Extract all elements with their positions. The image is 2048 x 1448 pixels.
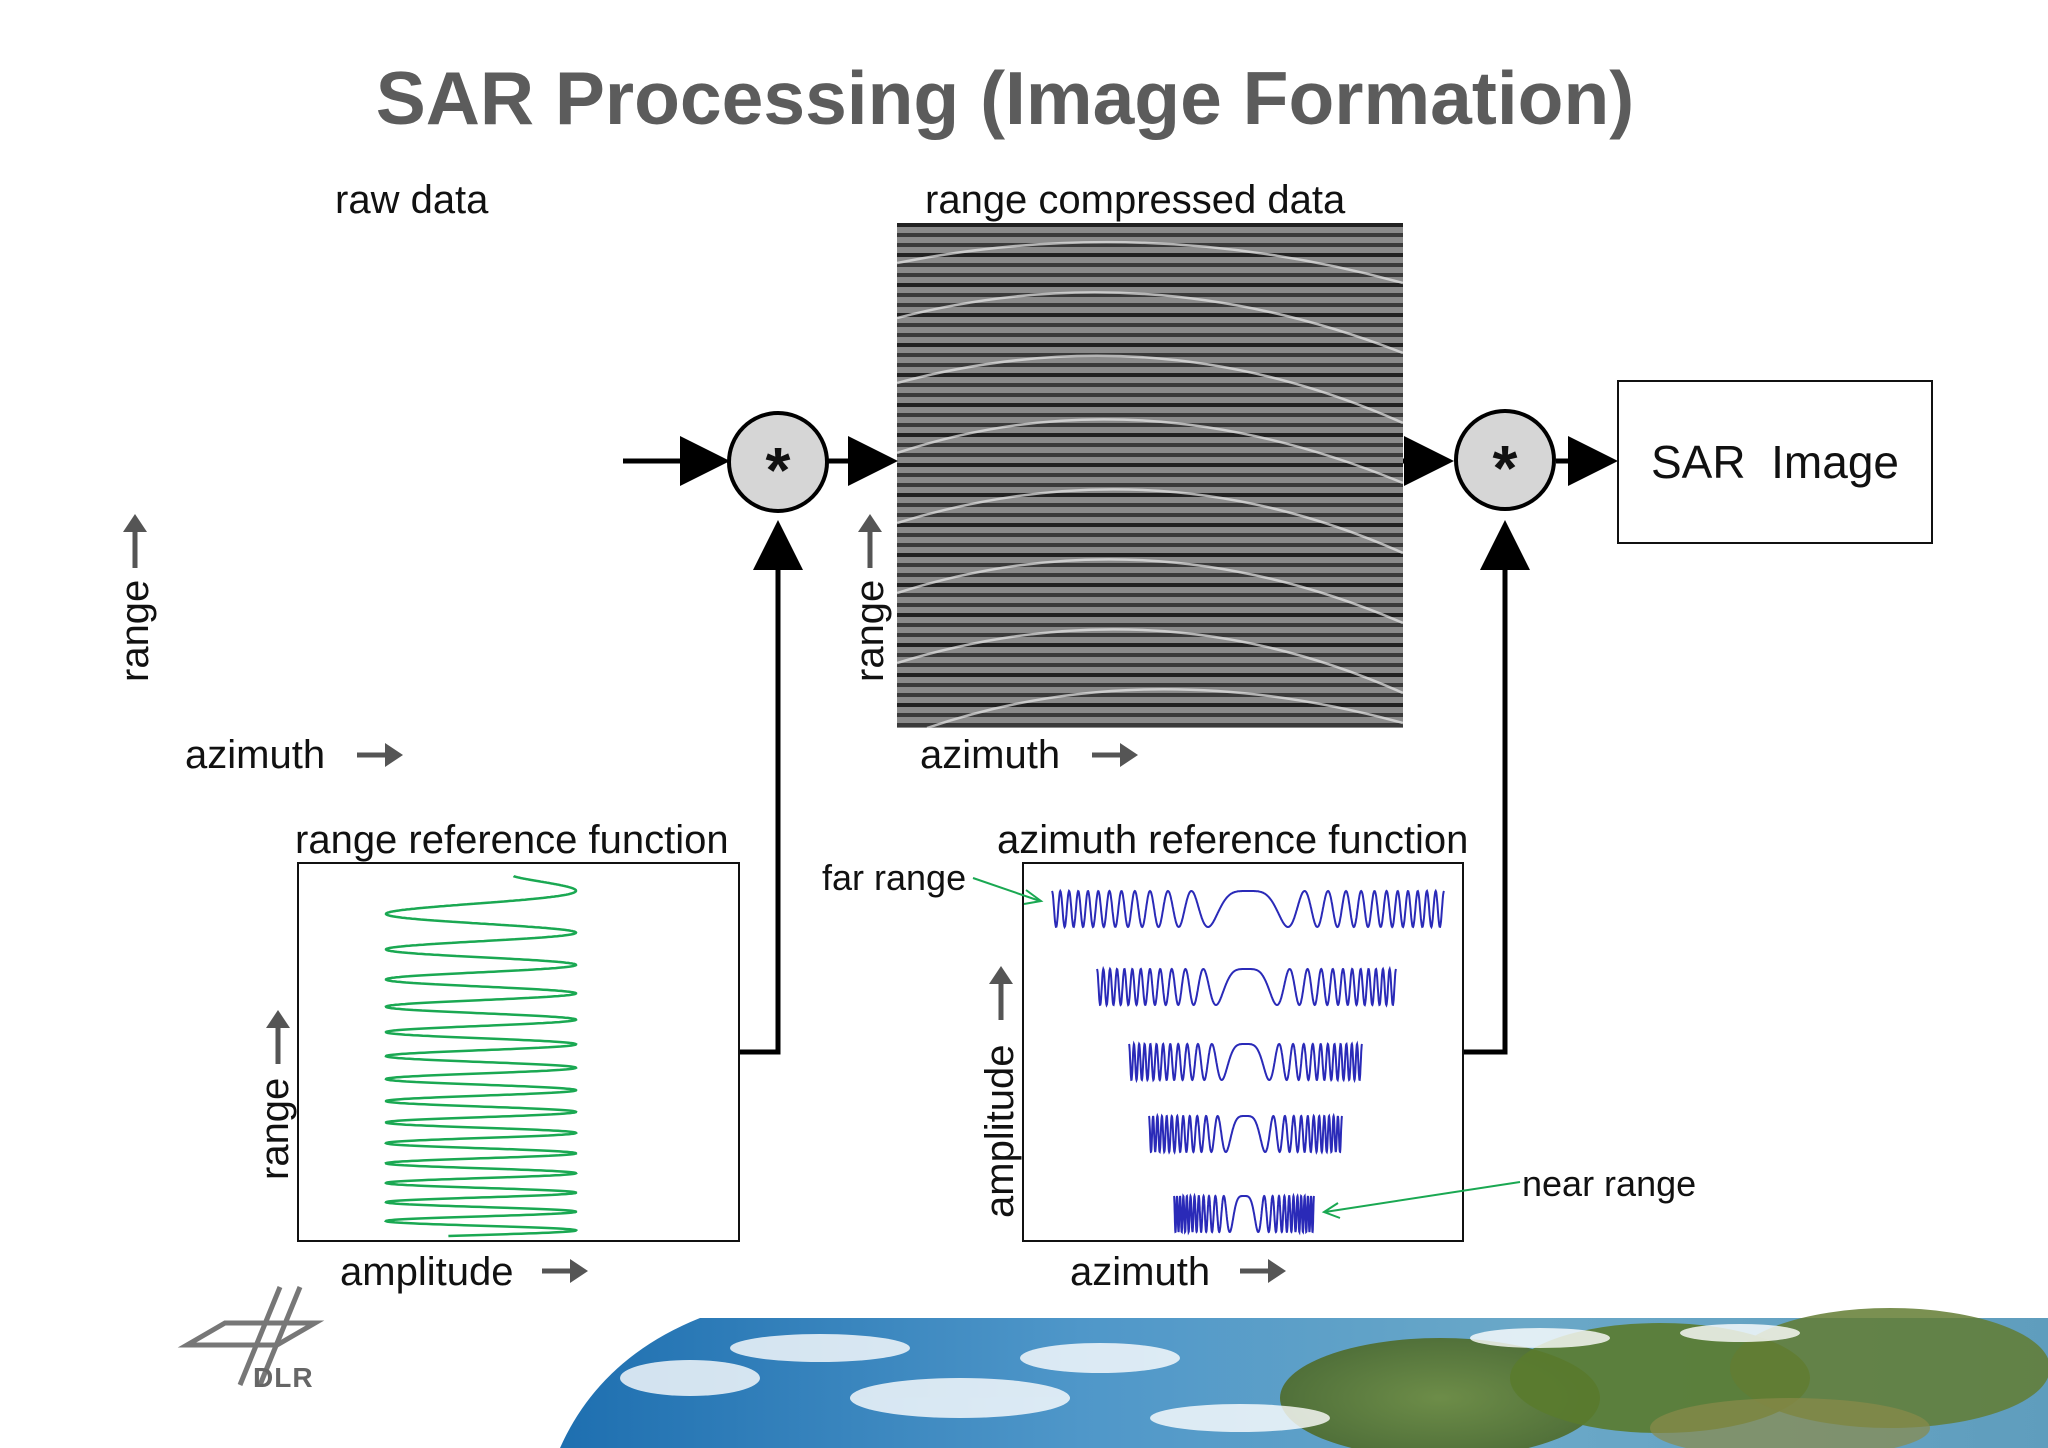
stripe [897, 513, 1403, 517]
stripe [897, 443, 1403, 447]
stripe [897, 283, 1403, 287]
stripe [897, 673, 1403, 677]
far-range-pointer [972, 877, 1041, 902]
stripe [897, 273, 1403, 277]
stripe [897, 533, 1403, 537]
stripe [897, 573, 1403, 577]
range-compressed-data-label: range compressed data [925, 178, 1346, 222]
range-chirp-curve [383, 875, 579, 1238]
stripe [897, 703, 1403, 707]
stripe [897, 643, 1403, 647]
compressed-azimuth-arrow-icon [1092, 743, 1138, 767]
stripe [897, 583, 1403, 587]
azimuth-chirp-row [1096, 965, 1397, 1008]
raw-azimuth-axis-label: azimuth [185, 733, 326, 777]
near-range-pointer-head [1321, 1202, 1341, 1219]
range-ref-amplitude-axis-label: amplitude [340, 1250, 514, 1294]
stripe [897, 693, 1403, 697]
stripe [897, 373, 1403, 377]
range-ref-range-arrow-icon [266, 1010, 290, 1064]
convolution-symbol-2: * [1492, 432, 1518, 504]
azimuth-chirp-curves [1051, 888, 1445, 1236]
stripe [897, 483, 1403, 487]
stripe [897, 363, 1403, 367]
stripe [897, 613, 1403, 617]
azimuth-ref-amplitude-axis-label: amplitude [978, 1044, 1022, 1218]
stripe [897, 593, 1403, 597]
far-range-label: far range [822, 857, 967, 898]
arrow-range-ref-to-conv1 [740, 520, 803, 1055]
azimuth-chirp-row [1128, 1040, 1363, 1084]
stripe [897, 543, 1403, 547]
page-title: SAR Processing (Image Formation) [375, 56, 1635, 140]
arrow-azimuth-ref-to-conv2 [1464, 520, 1530, 1055]
compressed-azimuth-axis-label: azimuth [920, 733, 1061, 777]
stripe [897, 623, 1403, 627]
near-range-label: near range [1522, 1163, 1697, 1204]
stripe [897, 723, 1403, 727]
stripe [897, 403, 1403, 407]
range-reference-function-label: range reference function [295, 818, 729, 862]
near-range-pointer [1324, 1181, 1521, 1213]
stripe [897, 663, 1403, 667]
earth-banner-image [560, 1308, 2048, 1448]
azimuth-chirp-row [1173, 1192, 1315, 1236]
sar-image-box: SAR Image [1617, 380, 1933, 544]
stripe [897, 653, 1403, 657]
stripe [897, 263, 1403, 267]
raw-data-label: raw data [335, 178, 489, 222]
azimuth-reference-function-label: azimuth reference function [997, 818, 1469, 862]
raw-azimuth-arrow-icon [357, 743, 403, 767]
stripe [897, 333, 1403, 337]
dlr-logo-text: DLR [253, 1362, 314, 1393]
stripe [897, 383, 1403, 387]
stripe [897, 683, 1403, 687]
convolution-operator-2 [1454, 409, 1556, 511]
stripe [897, 413, 1403, 417]
stripe [897, 523, 1403, 527]
stripe [897, 473, 1403, 477]
convolution-operator-1 [727, 411, 829, 513]
azimuth-ref-azimuth-axis-label: azimuth [1070, 1250, 1211, 1294]
azimuth-ref-azimuth-arrow-icon [1240, 1259, 1286, 1283]
stripe [897, 313, 1403, 317]
azimuth-chirp-row [1051, 888, 1445, 930]
stripe [897, 243, 1403, 247]
stripe [897, 303, 1403, 307]
stripe [897, 253, 1403, 257]
stripe [897, 453, 1403, 457]
far-range-pointer-head [1023, 889, 1044, 905]
stripe [897, 343, 1403, 347]
stripe [897, 323, 1403, 327]
stripe [897, 633, 1403, 637]
azimuth-reference-plot [1022, 862, 1464, 1242]
stripe [897, 353, 1403, 357]
stripe [897, 713, 1403, 717]
range-reference-plot [297, 862, 740, 1242]
stripe [897, 603, 1403, 607]
range-ref-amplitude-arrow-icon [542, 1259, 588, 1283]
stripe [897, 393, 1403, 397]
azimuth-ref-amplitude-arrow-icon [989, 966, 1013, 1020]
stripe [897, 423, 1403, 427]
compressed-range-arrow-icon [858, 514, 882, 568]
stripe [897, 223, 1403, 227]
stripe [897, 233, 1403, 237]
convolution-symbol-1: * [765, 434, 791, 506]
stripe [897, 503, 1403, 507]
stripe [897, 463, 1403, 467]
dlr-logo-icon [177, 1286, 325, 1386]
stripe [897, 433, 1403, 437]
range-compressed-texture [897, 223, 1403, 728]
stripe [897, 553, 1403, 557]
stripe [897, 563, 1403, 567]
stripe [897, 493, 1403, 497]
range-compressed-image [897, 223, 1403, 728]
azimuth-chirp-row [1148, 1112, 1343, 1155]
raw-range-arrow-icon [123, 514, 147, 568]
